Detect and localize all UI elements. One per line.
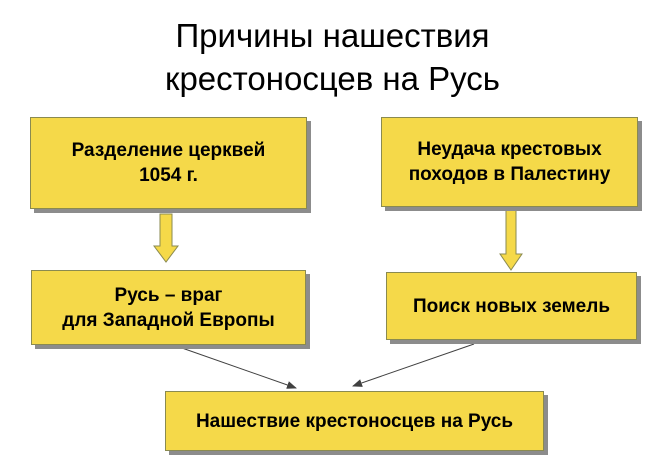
block-arrow-schism-to-enemy bbox=[153, 213, 179, 263]
box-crusades-line-2: походов в Палестину bbox=[408, 164, 611, 185]
title-line-1: Причины нашествия bbox=[175, 17, 490, 54]
box-crusades-line-1: Неудача крестовых bbox=[417, 139, 602, 160]
box-enemy-line-1: Русь – враг bbox=[114, 284, 223, 306]
title-line-2: крестоносцев на Русь bbox=[165, 60, 500, 97]
box-lands-line-1: Поиск новых земель bbox=[412, 295, 610, 317]
block-arrow-crusades-to-lands bbox=[499, 209, 523, 271]
box-schism-line-1: Разделение церквей bbox=[71, 140, 266, 161]
box-church-schism: Разделение церквей 1054 г. bbox=[30, 117, 307, 209]
box-schism-line-2: 1054 г. bbox=[139, 165, 198, 186]
box-enemy-line-2: для Западной Европы bbox=[62, 309, 275, 331]
arrow-enemy-to-invasion bbox=[181, 347, 297, 389]
box-failed-crusades: Неудача крестовых походов в Палестину bbox=[381, 117, 638, 207]
diagram-title: Причины нашествия крестоносцев на Русь bbox=[0, 14, 665, 100]
box-rus-enemy: Русь – враг для Западной Европы bbox=[31, 270, 306, 345]
box-search-new-lands: Поиск новых земель bbox=[386, 272, 637, 340]
box-invasion-line-1: Нашествие крестоносцев на Русь bbox=[195, 410, 514, 432]
arrow-lands-to-invasion bbox=[352, 343, 475, 387]
box-crusader-invasion: Нашествие крестоносцев на Русь bbox=[165, 391, 544, 451]
